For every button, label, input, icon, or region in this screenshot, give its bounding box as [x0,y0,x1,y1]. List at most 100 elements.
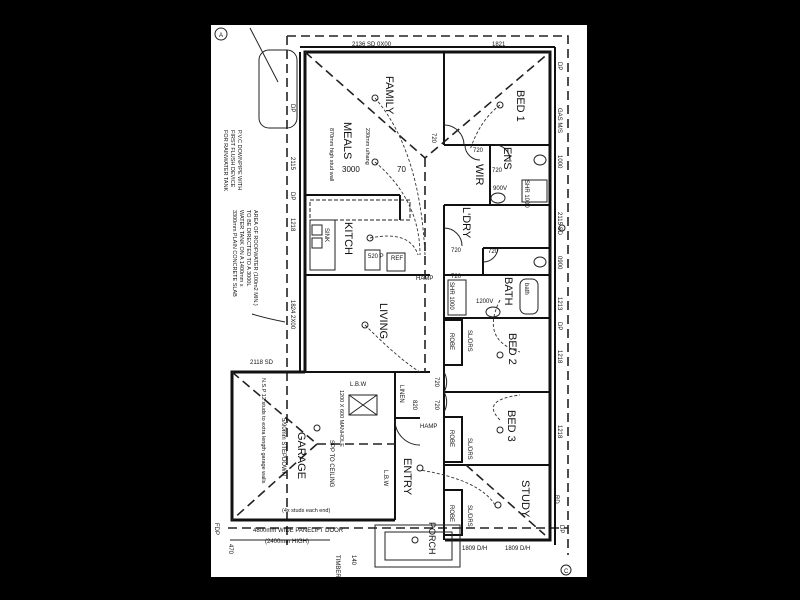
plan-label: 3300mm PLAIN CONCRETE SLAB [231,210,237,297]
door-swings [394,124,511,446]
plan-label: 4800mm WIDE PANELIFT DOOR [253,528,344,534]
plan-label: SL/DRS [466,505,472,527]
plan-label: 720 [430,133,436,144]
plan-label: 720 [473,148,484,154]
plan-label: 0900 [556,256,562,270]
drawing-paper [211,25,587,577]
plan-label: (4x studs each end) [282,508,330,514]
plan-label: HAMP [420,424,437,430]
note-leader [251,313,286,323]
notes: P.V.C DOWNPIPE WITH FIRST FLUSH DEVICE F… [214,27,572,576]
plan-label: ROBE [448,333,454,350]
grid-marker-c [560,564,572,576]
plan-label: ROBE [448,430,454,447]
plan-label: 1218 [556,350,562,364]
plan-label: bath [523,283,529,295]
water-tank [258,49,298,129]
plan-label: 1200V [476,299,493,305]
plan-label: SHR 1000 [448,282,454,310]
plan-label: TIMBER [334,555,340,578]
plan-label: SPP TO CEILING [328,440,334,488]
plan-label: 1200 X 600 MANHOLE [338,390,344,447]
porch-outline [374,524,461,568]
plan-label: 720 [433,400,439,411]
plan-label: DP [556,62,562,70]
plan-label: 1809 D/H [505,546,530,552]
plan-label: 720 [492,168,503,174]
kitchen-bench [309,199,411,272]
plan-label: (2400mm HIGH) [265,539,309,545]
electrical-lines [313,94,566,544]
plan-label: HAMP [416,276,433,282]
plan-label: 1218 [289,218,295,232]
plan-label: 1213 [556,297,562,311]
room-bed1: BED 1 [514,90,526,122]
plan-label: SINK [323,228,329,242]
dimensions: 2136 SD 0X00 1821 720 720 720 720 720 72… [213,42,564,578]
plan-label: 3000 [342,165,360,174]
plan-label: 1218 [556,425,562,439]
plan-label: FOR RAINWATER TANK [222,130,228,192]
plan-label: 1824 2X00 [289,300,295,330]
site-boundary [228,35,569,555]
roof-lines [231,51,551,536]
plan-label: ROBE [448,505,454,522]
plan-label: 720 [451,274,462,280]
fixtures [348,154,548,416]
plan-label: A [219,33,223,39]
plan-label: 720 [433,377,439,388]
room-living: LIVING [377,303,389,339]
room-entry: ENTRY [401,458,413,496]
plan-label: 230mm u/hang [364,128,370,165]
plan-label: WATER TANK ON A 1400mm x [238,210,244,287]
room-study: STUDY [519,480,531,518]
annotations: HAMP HAMP LINEN L.B.W L.B.W ROBE ROBE RO… [260,128,529,527]
room-porch: PORCH [427,522,437,555]
plan-label: 2136 SD 0X00 [352,42,392,48]
plan-label: 2118 SD [250,360,274,366]
plan-label: SL/DRS [466,438,472,460]
plan-label: 720 [488,249,499,255]
room-bed2: BED 2 [506,333,518,365]
plan-label: 900V [493,186,507,192]
plan-label: REF [391,256,403,262]
room-kitch: KITCH [342,222,354,255]
plan-label: RD [553,495,559,504]
plan-label: DP [558,525,564,533]
plan-label: DP [289,104,295,112]
plan-label: TO BE DIRECTED TO A 3000L [245,210,251,286]
plan-label: FDP [213,523,219,535]
plan-label: SHR 1000 [523,180,529,208]
plan-label: LINEN [398,385,404,403]
room-bed3: BED 3 [505,410,517,442]
plan-label: GAS M/S [556,108,562,133]
plan-label: 520 P [368,254,384,260]
plan-label: 720 [451,248,462,254]
room-ens: ENS [501,147,513,170]
plan-label: 70 [397,165,406,174]
room-bath: BATH [502,277,514,306]
plan-label: 2115 [289,157,295,171]
plan-label: SL/DRS [466,330,472,352]
plan-label: L.B.W [382,470,388,487]
plan-label: P.V.C DOWNPIPE WITH [236,130,242,190]
plan-label: N.S.P 12 studs to extra length garage wa… [260,378,266,484]
leader-arrow [249,27,279,83]
plan-label: 820 [411,400,417,411]
room-labels: FAMILY MEALS KITCH LIVING BED 1 ENS WIR … [295,76,531,555]
plan-label: 1000 [556,155,562,169]
plan-label: 140 [350,555,356,566]
plan-label: 5/90mm STEPDOWN [280,418,286,476]
plan-label: L.B.W [350,382,367,388]
plan-label: DP [289,192,295,200]
plan-label: 470 [227,544,233,555]
plan-label: C [564,569,569,575]
internal-walls [305,52,550,540]
room-meals: MEALS [341,122,353,159]
room-garage: GARAGE [295,432,307,479]
room-wir: WIR [473,164,485,185]
plan-label: AREA OF ROOFWATER (100m2 MIN.) [252,210,258,306]
plan-label: 2115 SD [556,212,562,236]
plan-label: DP [556,322,562,330]
